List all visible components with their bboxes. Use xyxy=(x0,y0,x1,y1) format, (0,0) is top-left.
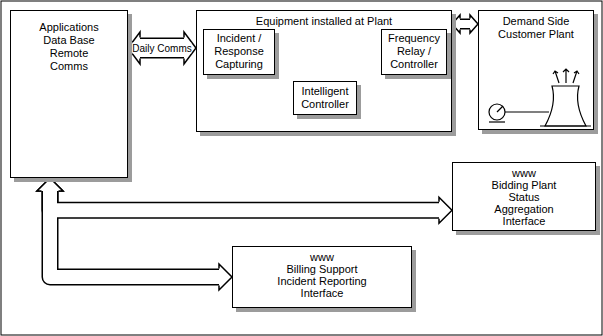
box-heading: www xyxy=(272,251,372,263)
tower-base xyxy=(540,125,591,126)
arrow-head xyxy=(37,178,63,191)
vapour-arrow xyxy=(573,71,579,83)
pump-pipe xyxy=(505,111,549,112)
web-interface-box: wwwBilling Support Incident Reporting In… xyxy=(232,246,412,308)
process-box: Frequency Relay / Controller xyxy=(381,29,447,75)
vapour-arrow xyxy=(563,69,569,83)
arrow-head xyxy=(219,264,232,290)
pump-base xyxy=(489,121,505,122)
plant-equipment-box: Incident / Response Capturing Frequency R… xyxy=(196,10,452,132)
arrow-head xyxy=(37,178,63,191)
box-label: Frequency Relay / Controller xyxy=(384,32,444,71)
block-arrow-body xyxy=(50,190,220,277)
box-label: Incident / Response Capturing xyxy=(207,32,271,71)
process-box: Incident / Response Capturing xyxy=(203,29,275,75)
process-box: Intelligent Controller xyxy=(293,81,357,115)
box-label: Applications Data Base Remote Comms xyxy=(33,21,105,73)
pump-symbol xyxy=(489,104,505,120)
customer-plant-box: Demand Side Customer Plant xyxy=(478,10,594,130)
block-arrow-outline xyxy=(459,19,471,30)
vapour-arrow xyxy=(553,71,559,83)
box-label: Billing Support Incident Reporting Inter… xyxy=(272,263,372,299)
arrow-head xyxy=(470,15,478,33)
block-arrow-body xyxy=(459,20,471,28)
arrow-head xyxy=(439,197,452,223)
web-interface-box: wwwBidding Plant Status Aggregation Inte… xyxy=(452,162,596,231)
pump-impeller xyxy=(497,106,503,112)
box-label: Bidding Plant Status Aggregation Interfa… xyxy=(491,179,557,227)
arrow-head xyxy=(452,15,460,33)
application-box: Applications Data Base Remote Comms xyxy=(10,10,128,178)
box-label: Demand Side Customer Plant xyxy=(498,15,574,41)
box-heading: www xyxy=(491,167,557,179)
block-arrow-outline xyxy=(50,190,220,277)
block-arrow-outline xyxy=(50,190,440,210)
box-label: Equipment installed at Plant xyxy=(204,15,444,28)
connector-label: Daily Comms xyxy=(132,43,191,54)
block-arrow-body xyxy=(50,190,440,210)
box-label: Intelligent Controller xyxy=(296,85,354,111)
cooling-tower xyxy=(545,86,586,126)
